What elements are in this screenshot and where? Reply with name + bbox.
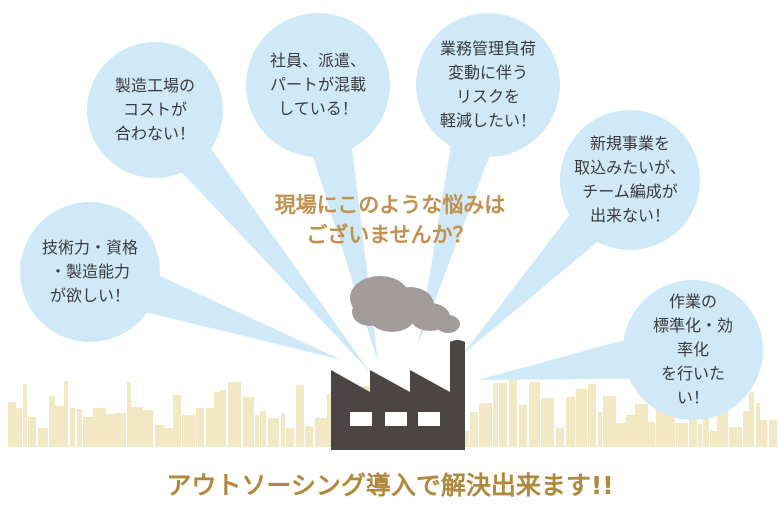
- skyline-building: [541, 398, 554, 447]
- bubble-text: 業務管理負荷 変動に伴う リスクを 軽減したい！: [439, 39, 537, 130]
- skyline-building: [196, 408, 204, 447]
- skyline-building: [327, 394, 332, 447]
- speech-bubble: [20, 202, 342, 360]
- factory-icon: [331, 340, 465, 450]
- bubble-circle: [246, 13, 390, 157]
- bubble-text: 製造工場の コストが 合わない！: [114, 76, 196, 143]
- skyline-building: [717, 407, 728, 447]
- skyline-building: [243, 397, 254, 447]
- skyline-building: [656, 392, 662, 447]
- skyline-building: [729, 427, 742, 447]
- skyline-building: [281, 413, 285, 447]
- bubble-text: 社員、派遣、 パートが混載 している！: [269, 51, 367, 118]
- skyline-building: [703, 410, 709, 447]
- skyline-building: [93, 408, 106, 447]
- skyline-building: [23, 384, 27, 447]
- skyline-building: [255, 415, 259, 447]
- skyline-building: [648, 422, 655, 447]
- skyline-building: [106, 414, 115, 447]
- bubble-circle: [560, 110, 700, 250]
- bubble-circle: [20, 202, 160, 342]
- skyline-building: [588, 384, 596, 447]
- skyline-building: [70, 408, 75, 447]
- skyline-building: [479, 403, 492, 447]
- skyline-building: [165, 428, 173, 447]
- skyline-building: [28, 417, 36, 447]
- speech-bubble: [87, 42, 370, 372]
- skyline-building: [296, 385, 304, 447]
- skyline-building: [743, 411, 749, 447]
- skyline-building: [305, 426, 313, 447]
- skyline-building: [710, 431, 717, 447]
- skyline-building: [127, 382, 131, 447]
- speech-bubble: [478, 280, 763, 420]
- skyline-building: [260, 411, 266, 447]
- skyline-building: [556, 428, 564, 447]
- skyline-building: [49, 396, 55, 447]
- question-heading: 現場にこのような悩みは ございませんか？: [274, 193, 506, 247]
- skyline-building: [143, 410, 153, 447]
- skyline-building: [698, 424, 702, 447]
- bubble-circle: [623, 280, 763, 420]
- bubble-circle: [87, 42, 223, 178]
- skyline-building: [509, 379, 517, 447]
- skyline-building: [626, 415, 635, 447]
- skyline-building: [529, 382, 540, 447]
- skyline-building: [131, 407, 143, 447]
- skyline-building: [462, 431, 469, 447]
- skyline-building: [576, 389, 587, 447]
- skyline-building: [182, 415, 195, 447]
- skyline-building: [493, 383, 498, 447]
- skyline-building: [756, 403, 760, 447]
- skyline-building: [676, 423, 688, 447]
- skyline-building: [83, 417, 93, 447]
- skyline-building: [598, 412, 602, 447]
- skyline-building: [769, 420, 777, 447]
- smoke-cloud-icon: [350, 276, 460, 333]
- skyline-building: [286, 428, 294, 447]
- skyline-building: [8, 402, 16, 447]
- speech-bubble: [462, 110, 700, 355]
- bubble-tail: [155, 110, 370, 372]
- skyline-building: [55, 406, 64, 447]
- skyline-building: [566, 397, 575, 447]
- skyline-building: [749, 392, 754, 447]
- skyline-building: [603, 396, 616, 447]
- skyline-building: [616, 423, 626, 447]
- skyline-building: [220, 390, 226, 447]
- skyline-building: [470, 412, 478, 447]
- skyline-building: [64, 381, 68, 447]
- skyline-building: [315, 418, 327, 447]
- skyline-building: [173, 395, 181, 447]
- skyline-building: [268, 418, 279, 447]
- skyline-building: [38, 428, 48, 447]
- bubble-text: 作業の 標準化・効率化 を行いたい！: [652, 292, 733, 407]
- skyline-building: [155, 425, 165, 447]
- skyline-building: [214, 392, 220, 447]
- speech-bubble: [416, 13, 560, 345]
- bubble-circle: [416, 13, 560, 157]
- skyline-building: [115, 413, 126, 447]
- skyline-building: [228, 382, 241, 447]
- skyline-building: [519, 405, 527, 447]
- skyline-building: [206, 408, 214, 447]
- speech-bubbles: [20, 13, 763, 420]
- bubble-text: 技術力・資格 ・製造能力 が欲しい！: [41, 238, 139, 305]
- skyline-building: [760, 420, 767, 447]
- solution-headline: アウトソーシング導入で解決出来ます!!: [166, 471, 614, 500]
- bubble-text: 新規事業を 取込みたいが、 チーム編成が 出来ない！: [574, 134, 686, 225]
- skyline-building: [635, 404, 648, 447]
- skyline-building: [16, 408, 22, 447]
- skyline-building: [499, 383, 507, 447]
- skyline-building: [77, 409, 82, 447]
